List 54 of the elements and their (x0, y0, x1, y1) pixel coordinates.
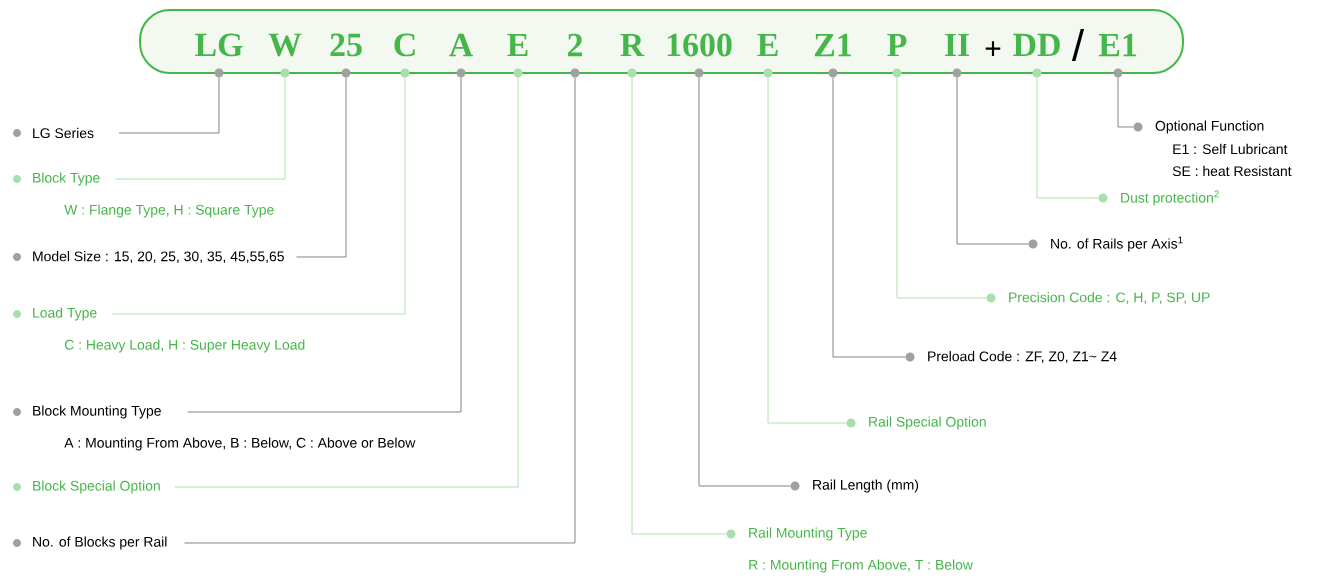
code-letter: P (887, 33, 907, 57)
option-text: C : Heavy Load, H : Super Heavy Load (64, 339, 305, 353)
option-text: W : Flange Type, H : Square Type (64, 204, 274, 218)
description-text: Optional Function (1155, 120, 1264, 134)
description-text: Block Special Option (33, 480, 160, 494)
code-letter: 2 (567, 33, 583, 57)
option-text: E1 : Self Lubricant (1173, 143, 1288, 155)
plus-sign: + (985, 41, 1001, 56)
code-letter: E (757, 33, 778, 57)
leader-line (832, 77, 906, 358)
leader-line (184, 77, 576, 544)
leader-line (1036, 77, 1099, 199)
description-text: Preload Code : ZF, Z0, Z1~ Z4 (928, 351, 1117, 363)
description-text: No. of Rails per Axis$^{1}$ (1051, 236, 1183, 252)
code-letter: R (620, 33, 645, 57)
code-band (139, 9, 1184, 74)
leader-line (174, 77, 519, 488)
leader-line (118, 77, 220, 134)
code-letter: Z1 (814, 33, 852, 57)
option-text: SE : heat Resistant (1172, 165, 1292, 177)
leader-line (111, 77, 406, 315)
leader-line (187, 77, 462, 413)
code-letter: LG (195, 33, 243, 57)
leader-line (956, 77, 1029, 245)
description-text: Load Type (33, 307, 97, 321)
slash-sign: / (1071, 28, 1085, 62)
description-text: Rail Length (mm) (813, 479, 919, 493)
code-letter: E1 (1098, 33, 1136, 57)
description-text: Model Size : 15, 20, 25, 30, 35, 45,55,65 (33, 251, 284, 263)
code-letter: C (394, 33, 415, 57)
description-text: Precision Code : C, H, P, SP, UP (1009, 292, 1210, 304)
description-text: No. of Blocks per Rail (33, 536, 167, 550)
leader-line (114, 77, 286, 180)
description-text: Rail Special Option (869, 416, 986, 430)
option-text: A : Mounting From Above, B : Below, C : Above or Below (64, 437, 416, 451)
code-letter: 25 (330, 33, 362, 57)
code-letter: W (268, 33, 302, 57)
leader-line (296, 77, 347, 258)
leader-line (698, 77, 791, 487)
code-letter: DD (1013, 33, 1060, 57)
description-text: LG Series (33, 127, 94, 139)
option-text: R : Mounting From Above, T : Below (749, 559, 973, 573)
description-text: Block Type (33, 172, 100, 186)
code-letter: 1600 (667, 33, 732, 57)
code-letter: A (449, 33, 473, 57)
leader-line (896, 77, 987, 299)
description-text: Block Mounting Type (33, 405, 161, 419)
code-letter: II (944, 33, 970, 57)
description-text: Rail Mounting Type (749, 527, 867, 541)
description-text: Dust protection$^{2}$ (1121, 190, 1219, 206)
leader-line (767, 77, 847, 424)
code-letter: E (507, 33, 528, 57)
leader-line (1117, 77, 1134, 128)
leader-line (631, 77, 727, 535)
